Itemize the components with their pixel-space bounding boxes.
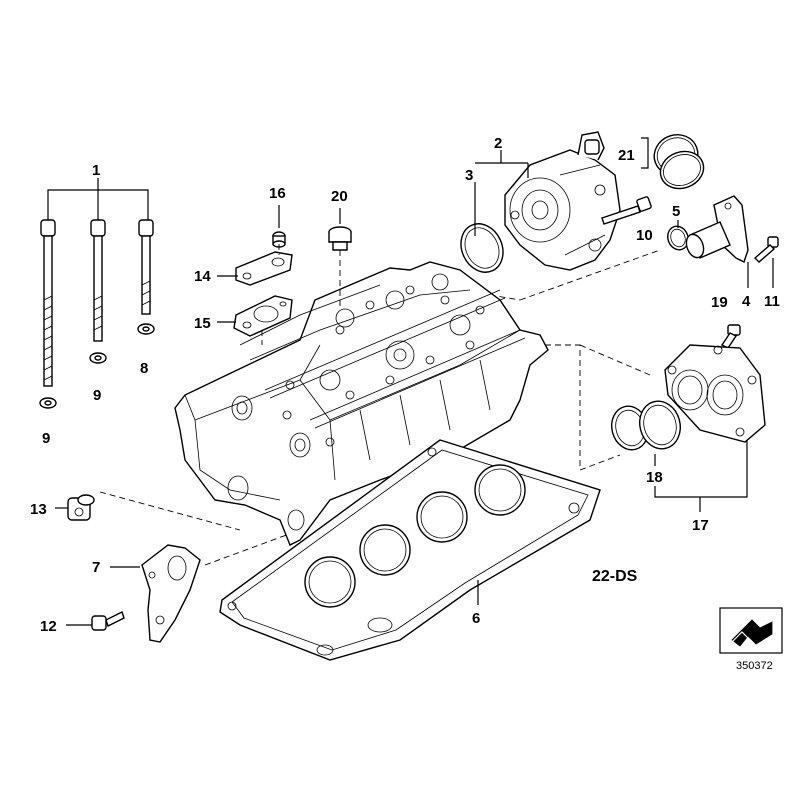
callout-6: 6 [472, 610, 480, 627]
vacuum-pump-2 [504, 131, 621, 271]
head-bolt-3 [138, 219, 154, 315]
callout-10: 10 [636, 227, 653, 244]
reference-number: 350372 [736, 660, 773, 672]
head-bolts-group [39, 178, 155, 409]
engine-code-label: 22-DS [592, 568, 638, 585]
cap-20 [328, 226, 352, 251]
head-gasket-6 [219, 439, 601, 661]
bolt-10 [601, 196, 652, 225]
callout-4: 4 [742, 293, 751, 310]
callout-8: 8 [140, 360, 148, 377]
arrow-icon [731, 619, 773, 647]
callout-14: 14 [194, 268, 211, 285]
callout-16: 16 [269, 185, 286, 202]
callout-19: 19 [711, 294, 728, 311]
callout-21: 21 [618, 147, 635, 164]
plug-13 [67, 494, 95, 521]
head-bolt-1 [40, 219, 56, 387]
bolt-19 [720, 324, 741, 349]
callout-9-middle: 9 [93, 387, 101, 404]
reference-box: 350372 [719, 607, 783, 672]
callout-3: 3 [465, 167, 473, 184]
bolt-12 [91, 611, 125, 631]
callout-18: 18 [646, 469, 663, 486]
gaskets-18 [611, 400, 681, 451]
bracket-7 [141, 544, 201, 643]
callout-2: 2 [494, 135, 502, 152]
camshaft-sensor-4 [685, 195, 749, 263]
callout-7: 7 [92, 559, 100, 576]
callout-9-left: 9 [42, 430, 50, 447]
callout-1: 1 [92, 162, 100, 179]
gasket-plate-15 [233, 295, 293, 337]
head-bolt-2 [90, 219, 106, 342]
cylinder-head [174, 261, 549, 546]
callout-13: 13 [30, 501, 47, 518]
callout-labels: 1 2 3 4 5 6 7 8 9 9 10 11 12 13 14 15 16… [30, 135, 780, 635]
bolt-11 [753, 236, 779, 263]
o-ring-5 [667, 225, 689, 251]
callout-15: 15 [194, 315, 211, 332]
housing-17 [664, 344, 766, 443]
callout-5: 5 [672, 203, 680, 220]
cover-plate-14 [235, 251, 293, 286]
callout-12: 12 [40, 618, 57, 635]
callout-20: 20 [331, 188, 348, 205]
o-ring-3 [460, 223, 504, 273]
callout-17: 17 [692, 517, 709, 534]
callout-11: 11 [764, 293, 780, 310]
o-rings-21 [653, 134, 705, 190]
